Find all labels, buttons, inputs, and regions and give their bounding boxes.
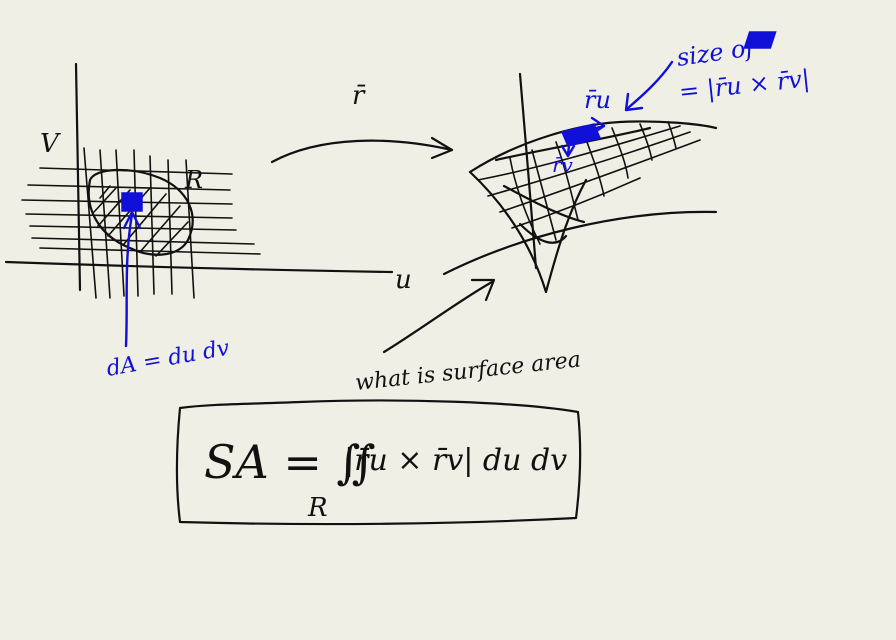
- surface-curve-3: [518, 222, 568, 244]
- callout-patch-icon: [743, 31, 777, 49]
- rv-vector-head: [560, 144, 576, 158]
- formula-box: SA = ∬ |r̄u × r̄v| du dv R: [175, 399, 582, 526]
- question-arrow-line: [382, 280, 494, 354]
- question-label: what is surface area: [354, 347, 582, 396]
- formula-box-outline: [175, 399, 582, 526]
- uv-plane: V R u dA = du dv: [4, 62, 412, 382]
- region-label: R: [184, 166, 203, 194]
- map-arrow-head: [430, 136, 454, 160]
- grid-vertical: [83, 147, 195, 299]
- surface-cusp: [468, 170, 588, 294]
- dA-arrow-head: [122, 210, 142, 230]
- formula-integrand: |r̄u × r̄v| du dv: [344, 443, 567, 478]
- surface-grid: [477, 121, 701, 245]
- rv-label: r̄v: [552, 153, 574, 177]
- v-axis-line: [74, 62, 82, 292]
- dA-label: dA = du dv: [105, 336, 232, 382]
- v-axis-label: V: [40, 129, 61, 159]
- surface-sketch: r̄u r̄v size of = |r̄u × r̄v|: [442, 31, 812, 294]
- region-r-outline: [87, 168, 194, 256]
- z-axis-line: [518, 72, 538, 270]
- callout-arrow-line: [626, 60, 674, 110]
- question-pointer: what is surface area: [354, 278, 582, 396]
- ru-vector-line: [564, 124, 606, 138]
- formula-lhs: SA = ∬: [204, 435, 376, 489]
- ru-label: r̄u: [584, 86, 611, 114]
- rv-vector-line: [566, 136, 572, 156]
- region-r-hatching: [93, 185, 189, 257]
- ru-vector-head: [590, 116, 606, 136]
- surface-top-edge: [468, 120, 718, 174]
- u-axis-label: u: [395, 265, 412, 295]
- u-axis-line: [4, 260, 394, 274]
- size-equation-label: = |r̄u × r̄v|: [678, 64, 812, 107]
- surface-curve-2: [502, 184, 586, 224]
- size-of-label: size of: [675, 33, 760, 72]
- dA-arrow-line: [124, 212, 134, 348]
- callout-arrow-head: [624, 92, 644, 112]
- mapping-arrow: r̄: [270, 81, 454, 164]
- question-arrow-head: [470, 278, 496, 302]
- dA-square: [121, 192, 143, 212]
- x-axis-line: [442, 210, 718, 276]
- formula-region-subscript: R: [307, 493, 328, 523]
- map-arrow-line: [270, 139, 454, 164]
- map-label: r̄: [352, 81, 366, 111]
